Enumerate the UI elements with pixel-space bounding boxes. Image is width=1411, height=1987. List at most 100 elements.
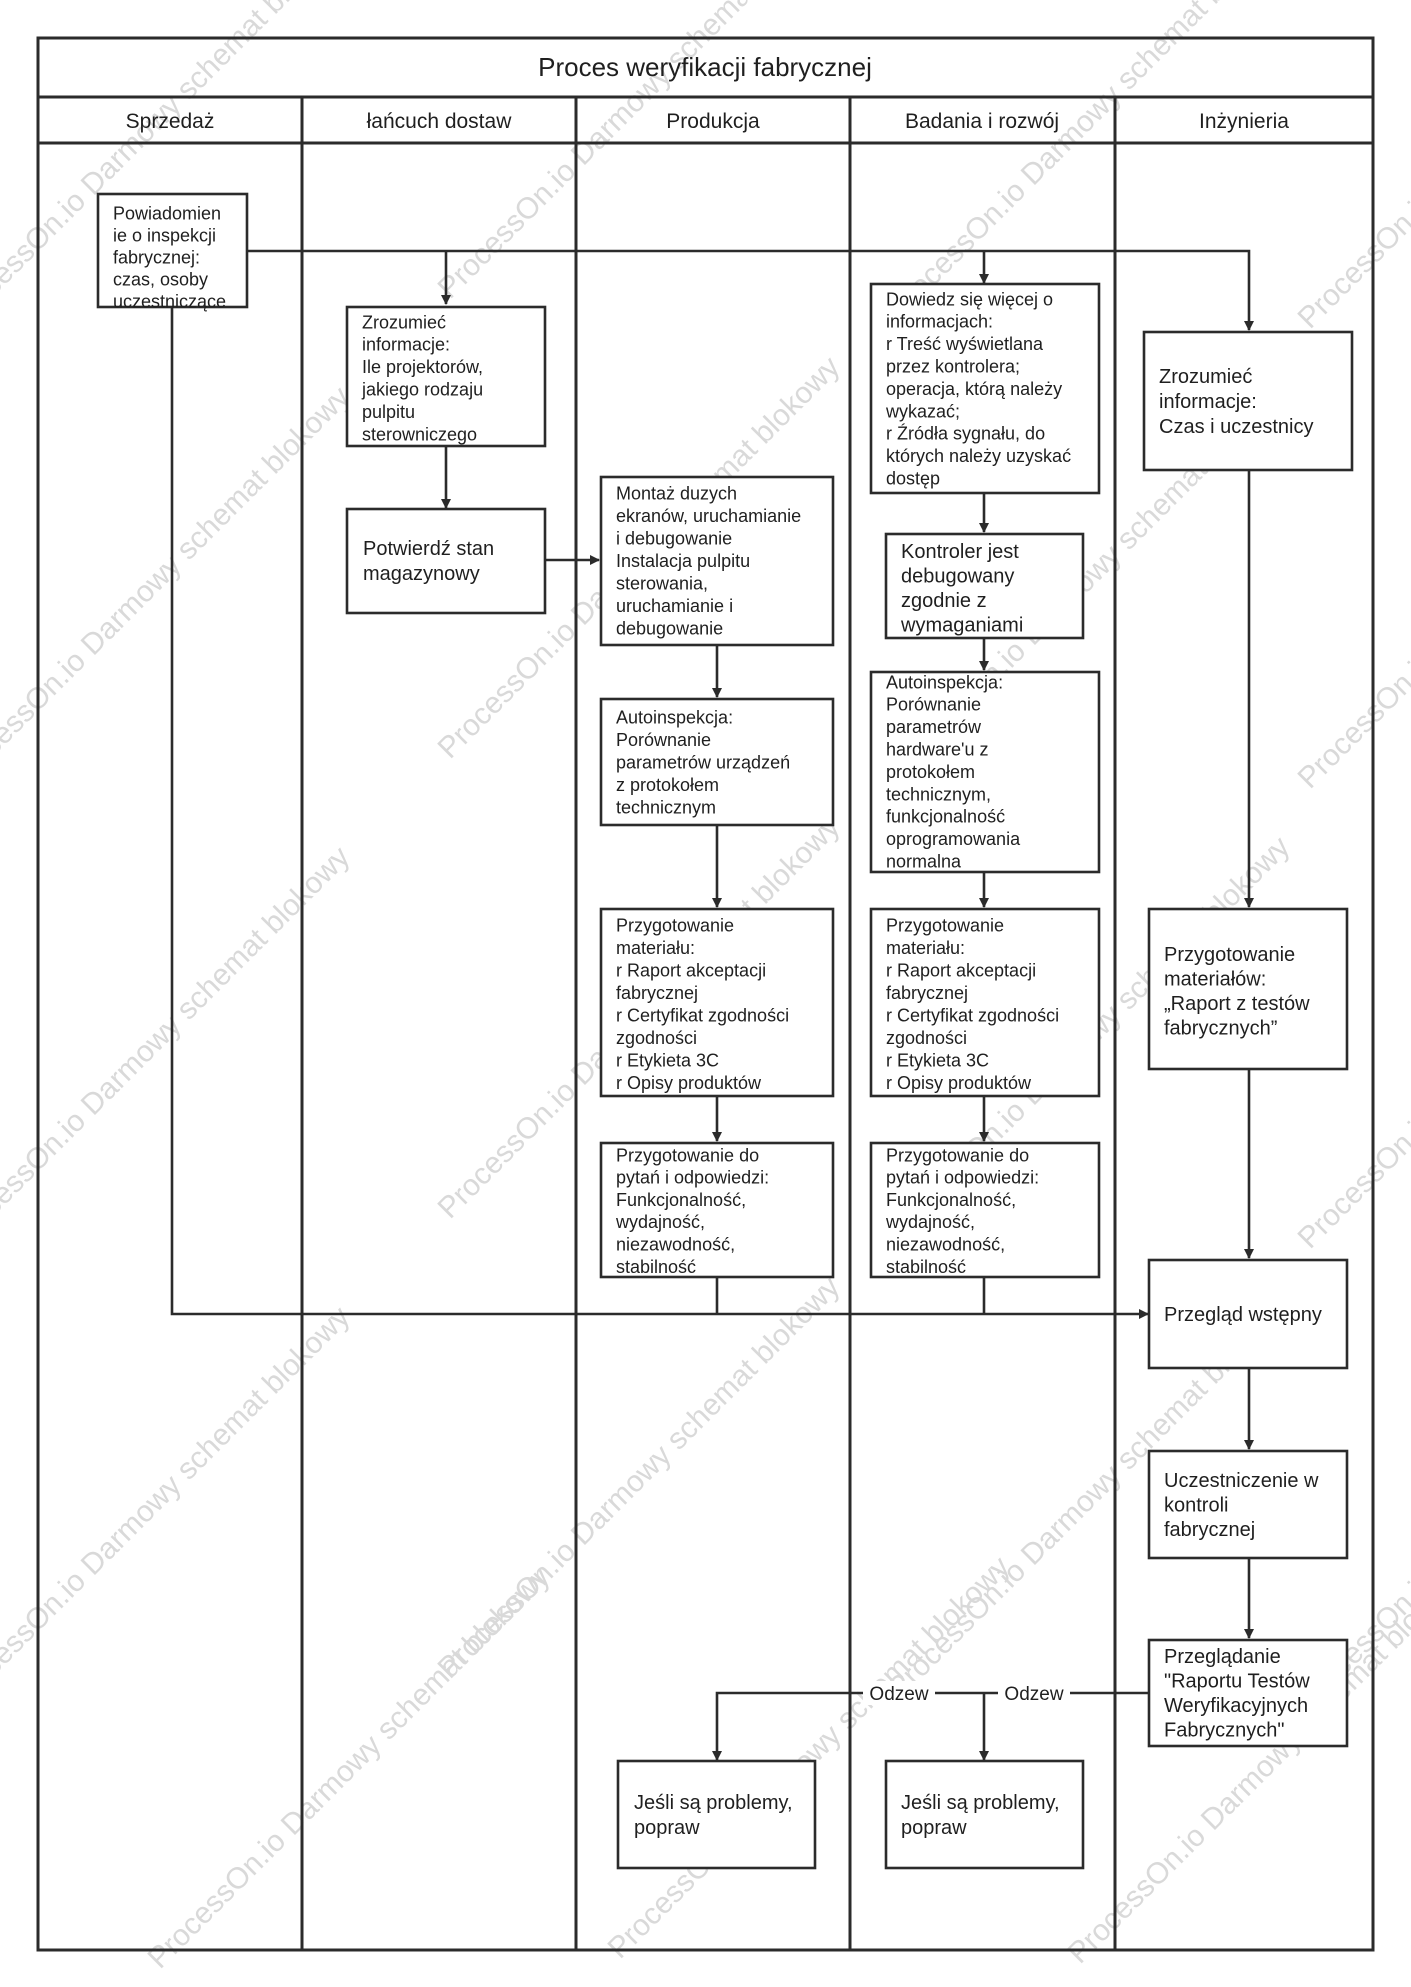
n_p_material-line: r Opisy produktów <box>616 1073 762 1093</box>
svg-text:Jeśli są problemy,popraw: Jeśli są problemy,popraw <box>901 1792 1060 1839</box>
n_p_material-line: r Certyfikat zgodności <box>616 1005 789 1025</box>
n_r_selfcheck-line: oprogramowania <box>886 829 1021 849</box>
n_p_fix-line: Jeśli są problemy, <box>634 1792 793 1814</box>
n_e_participate-line: Uczestniczenie w <box>1164 1470 1319 1492</box>
lane-headers: Sprzedaż łańcuch dostaw Produkcja Badani… <box>126 110 1290 133</box>
n_sc_understand-line: pulpitu <box>362 402 415 422</box>
n_p_material-line: Przygotowanie <box>616 915 734 935</box>
n_p_qa-line: Przygotowanie do <box>616 1145 759 1165</box>
n_r_qa-line: niezawodność, <box>886 1235 1005 1255</box>
lane-header-supply-chain: łańcuch dostaw <box>367 110 513 133</box>
n_sc_understand-line: sterowniczego <box>362 424 477 444</box>
n_r_debug-line: wymaganiami <box>900 615 1023 637</box>
n_r_qa-line: Funkcjonalność, <box>886 1190 1016 1210</box>
n_p_assembly-line: sterowania, <box>616 573 708 593</box>
pool-frame <box>36 36 1375 1952</box>
watermark-text: ProcessOn.io Darmowy schemat blokowy <box>1292 0 1411 335</box>
node-eng-preliminary-review[interactable]: Przegląd wstępny <box>1147 1258 1349 1370</box>
edge-label-feedback-production: Odzew <box>869 1684 928 1705</box>
n_r_material-line: r Opisy produktów <box>886 1073 1032 1093</box>
n_p_fix-line: popraw <box>634 1817 700 1839</box>
watermark-text: ProcessOn.io Darmowy schemat blokowy <box>142 1560 557 1975</box>
n_p_selfcheck-line: Autoinspekcja: <box>616 707 733 727</box>
edge-notify-branch <box>247 249 1254 331</box>
n_r_debug-line: debugowany <box>901 566 1014 588</box>
n_e_prereview-line: Przegląd wstępny <box>1164 1304 1322 1326</box>
n_r_qa-line: Przygotowanie do <box>886 1145 1029 1165</box>
n_sc_confirm-line: Potwierdź stan <box>363 538 494 560</box>
node-prod-fix-issues[interactable]: Jeśli są problemy, popraw <box>616 1759 817 1870</box>
n_r_learn-line: r Źródła sygnału, do <box>886 424 1045 444</box>
node-eng-material-prep[interactable]: Przygotowanie materiałów:„Raport z testów… <box>1147 907 1349 1071</box>
n_e_material-line: materiałów: <box>1164 969 1266 991</box>
n_r_qa-line: stabilność <box>886 1257 966 1277</box>
n_sc_understand-line: informacje: <box>362 335 450 355</box>
n_p_material-line: r Raport akceptacji <box>616 960 766 980</box>
n_r_material-line: r Raport akceptacji <box>886 960 1036 980</box>
watermark-text: ProcessOn.io Darmowy schemat blokowy <box>602 1550 1017 1965</box>
n_p_material-line: materiału: <box>616 938 695 958</box>
watermark-text: ProcessOn.io Darmowy schemat blokowy <box>432 0 847 305</box>
lane-header-production: Produkcja <box>666 110 760 133</box>
n_r_debug-line: Kontroler jest <box>901 541 1019 563</box>
lane-header-engineering: Inżynieria <box>1199 110 1289 133</box>
n_p_qa-line: wydajność, <box>615 1212 705 1232</box>
node-prod-material-prep[interactable]: Przygotowanie materiału:r Raport akceptac… <box>599 907 835 1098</box>
n_r_debug-line: zgodnie z <box>901 590 987 612</box>
svg-text:Jeśli są problemy,popraw: Jeśli są problemy, popraw <box>634 1792 793 1839</box>
n_p_assembly-line: Instalacja pulpitu <box>616 551 750 571</box>
n_sc_understand-line: Zrozumieć <box>362 312 446 332</box>
node-rnd-fix-issues[interactable]: Jeśli są problemy,popraw <box>884 1759 1085 1870</box>
n_p_assembly-line: debugowanie <box>616 618 723 638</box>
n_r_learn-line: informacjach: <box>886 312 993 332</box>
n_r_learn-line: których należy uzyskać <box>886 446 1071 466</box>
n_e_material-line: „Raport z testów <box>1164 993 1310 1015</box>
n_p_material-line: r Etykieta 3C <box>616 1050 719 1070</box>
n_p_selfcheck-line: parametrów urządzeń <box>616 752 790 772</box>
n_r_learn-line: przez kontrolera; <box>886 357 1020 377</box>
n_r_fix-line: popraw <box>901 1817 967 1839</box>
n_e_review-line: Przeglądanie <box>1164 1646 1281 1668</box>
n_e_material-line: Przygotowanie <box>1164 944 1295 966</box>
n_r_learn-line: Dowiedz się więcej o <box>886 289 1053 309</box>
n_e_understand-line: Zrozumieć <box>1159 366 1252 388</box>
n_p_assembly-line: Montaż duzych <box>616 483 737 503</box>
n_r_qa-line: wydajność, <box>885 1212 975 1232</box>
node-rnd-qa-prep[interactable]: Przygotowanie do pytań i odpowiedzi:Funkc… <box>869 1141 1101 1279</box>
n_notify-line: ie o inspekcji <box>113 225 216 245</box>
edge-labels: Odzew Odzew <box>863 1681 1070 1705</box>
n_r_learn-line: wykazać; <box>885 401 960 421</box>
n_r_qa-line: pytań i odpowiedzi: <box>886 1168 1039 1188</box>
n_p_qa-line: niezawodność, <box>616 1235 735 1255</box>
n_p_selfcheck-line: z protokołem <box>616 775 719 795</box>
n_r_material-line: r Certyfikat zgodności <box>886 1005 1059 1025</box>
diagram-title: Proces weryfikacji fabrycznej <box>538 52 872 82</box>
n_p_material-line: zgodności <box>616 1028 697 1048</box>
lane-header-sales: Sprzedaż <box>126 110 215 133</box>
n_r_selfcheck-line: normalna <box>886 852 962 872</box>
